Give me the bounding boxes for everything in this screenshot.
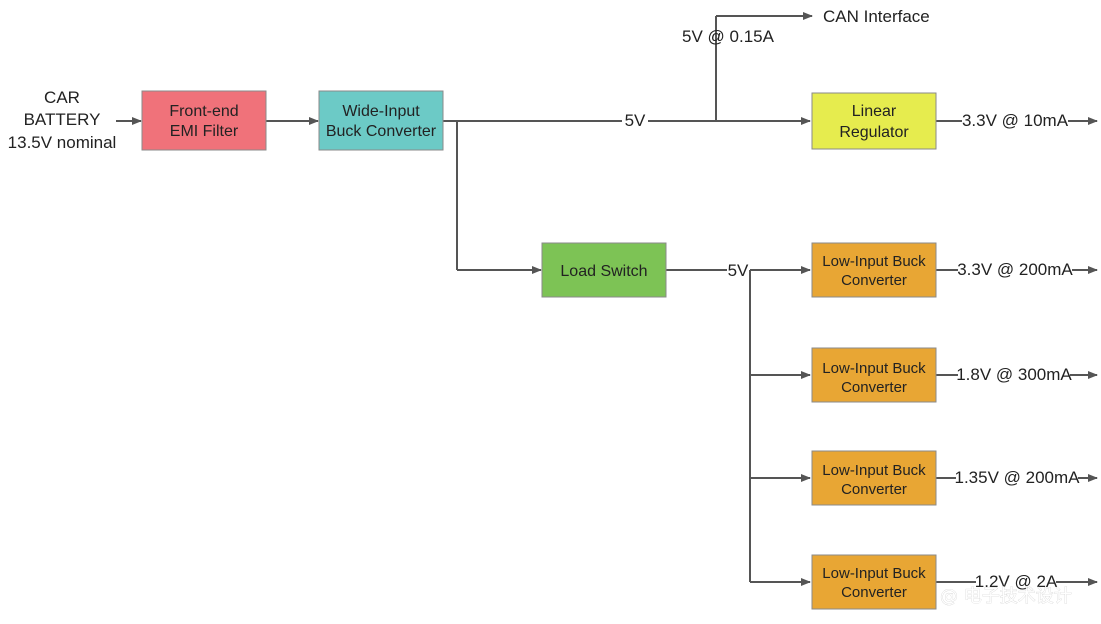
watermark: @ 电子技术设计 <box>940 586 1072 607</box>
low-input-buck-block-3: Low-Input Buck Converter <box>811 450 937 506</box>
linear-reg-label-1: Linear <box>852 103 897 120</box>
emi-filter-label-2: EMI Filter <box>170 123 239 140</box>
linear-reg-label-2: Regulator <box>839 124 909 141</box>
low-input-buck-block-4: Low-Input Buck Converter <box>811 554 937 610</box>
main-rail-label: 5V <box>625 111 646 130</box>
low-buck-2-label-2: Converter <box>841 379 907 396</box>
output-2-label: 1.8V @ 300mA <box>956 365 1072 384</box>
can-rail-label: 5V @ 0.15A <box>682 27 775 46</box>
source-line-3: 13.5V nominal <box>8 133 117 152</box>
wide-buck-label-2: Buck Converter <box>326 123 437 140</box>
low-buck-1-label-2: Converter <box>841 272 907 289</box>
low-input-buck-block-2: Low-Input Buck Converter <box>811 347 937 403</box>
wide-buck-label-1: Wide-Input <box>342 103 420 120</box>
source-line-1: CAR <box>44 88 80 107</box>
emi-filter-label-1: Front-end <box>169 103 238 120</box>
output-4-label: 1.2V @ 2A <box>975 572 1058 591</box>
low-input-buck-block-1: Low-Input Buck Converter <box>811 242 937 298</box>
wide-input-buck-block: Wide-Input Buck Converter <box>318 90 444 151</box>
switched-rail-label: 5V <box>728 261 749 280</box>
source-line-2: BATTERY <box>24 110 101 129</box>
load-switch-label: Load Switch <box>560 263 647 280</box>
output-linear-label: 3.3V @ 10mA <box>962 111 1069 130</box>
low-buck-4-label-1: Low-Input Buck <box>822 565 926 582</box>
low-buck-3-label-1: Low-Input Buck <box>822 462 926 479</box>
can-interface-label: CAN Interface <box>823 7 930 26</box>
low-buck-3-label-2: Converter <box>841 481 907 498</box>
emi-filter-block: Front-end EMI Filter <box>141 90 267 151</box>
output-1-label: 3.3V @ 200mA <box>957 260 1073 279</box>
output-3-label: 1.35V @ 200mA <box>955 468 1081 487</box>
load-switch-block: Load Switch <box>541 242 667 298</box>
linear-regulator-block: Linear Regulator <box>811 92 937 150</box>
low-buck-2-label-1: Low-Input Buck <box>822 360 926 377</box>
low-buck-4-label-2: Converter <box>841 584 907 601</box>
car-battery-label: CAR BATTERY 13.5V nominal <box>8 88 117 152</box>
low-buck-1-label-1: Low-Input Buck <box>822 253 926 270</box>
